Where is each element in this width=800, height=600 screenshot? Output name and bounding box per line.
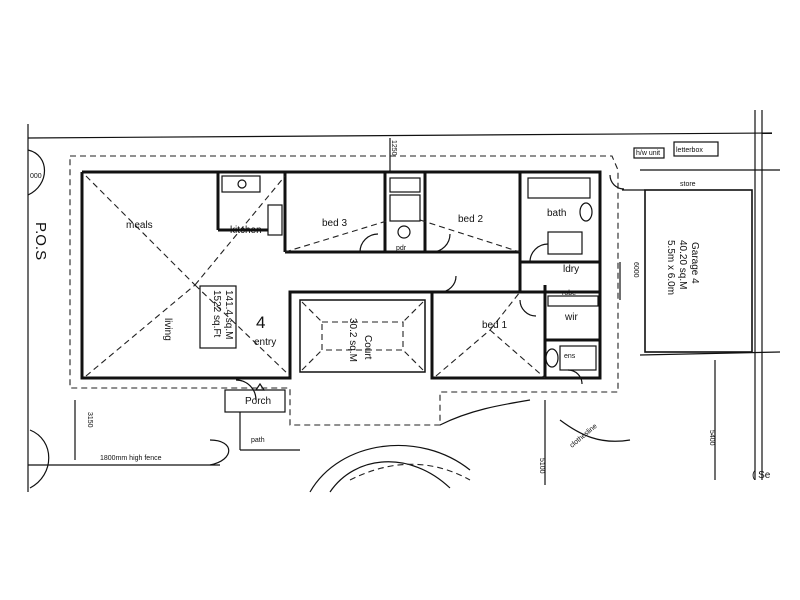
roof-lines xyxy=(85,175,546,379)
site-boundary xyxy=(27,110,781,492)
site-labels: P.O.S 1800mm high fence h/w unit clothes… xyxy=(32,147,771,481)
fence-label: 1800mm high fence xyxy=(100,455,162,462)
court-name-label: Court xyxy=(362,335,373,360)
bracket-label: ( Se xyxy=(752,470,771,481)
dimension-lines xyxy=(74,138,716,485)
garage xyxy=(622,189,753,353)
room-labels: meals kitchen living bed 3 bed 2 bed 1 b… xyxy=(126,181,700,444)
garage-size-label: 5.5m x 6.0m xyxy=(665,240,676,295)
pos-label: P.O.S xyxy=(32,222,49,260)
lot-number: 4 xyxy=(256,313,265,332)
interior-walls xyxy=(216,172,600,378)
room-bed1-label: bed 1 xyxy=(482,320,507,331)
fixtures xyxy=(221,141,719,371)
house-area-box: 141.4 sq.M 1522 sq.Ft xyxy=(199,285,237,349)
letterbox-label: letterbox xyxy=(676,147,703,154)
room-bed2-label: bed 2 xyxy=(458,214,483,225)
eave-outline xyxy=(69,155,619,426)
court-area-label: 30.2 sq.M xyxy=(347,318,358,362)
room-kitchen-label: kitchen xyxy=(230,225,262,236)
room-porch-label: Porch xyxy=(245,396,271,407)
room-pdr-label: pdr xyxy=(396,245,407,252)
dimension-labels: 1250 000 3150 6000 5100 5400 xyxy=(30,140,715,474)
room-bath-label: bath xyxy=(547,208,566,219)
garage-area-label: 40.20 sq.M xyxy=(677,240,688,289)
house-area-sqft: 1522 sq.Ft xyxy=(211,290,222,337)
room-bed3-label: bed 3 xyxy=(322,218,347,229)
dim-top: 1250 xyxy=(390,140,397,156)
house-walls xyxy=(80,170,602,380)
room-wir-label: wir xyxy=(564,312,578,323)
porch-area xyxy=(224,382,300,451)
room-entry-label: entry xyxy=(254,337,276,348)
room-robe-label: robe xyxy=(562,290,576,297)
house-area-sqm: 141.4 sq.M xyxy=(223,290,234,339)
dim-bottom-mid: 5100 xyxy=(538,458,545,474)
garden-curves xyxy=(27,149,631,493)
dim-left-edge: 000 xyxy=(30,173,42,180)
hws-label: h/w unit xyxy=(636,150,660,157)
room-ldry-label: ldry xyxy=(563,264,579,275)
garage-name-label: Garage 4 xyxy=(689,242,700,284)
path-label: path xyxy=(251,437,265,444)
store-label: store xyxy=(680,181,696,188)
room-ens-label: ens xyxy=(564,353,576,360)
dim-garage-depth: 6000 xyxy=(632,262,639,278)
room-living-label: living xyxy=(162,318,173,341)
dim-left-bottom: 3150 xyxy=(86,412,93,428)
clothesline-label: clothesline xyxy=(569,423,599,450)
dim-bottom-right: 5400 xyxy=(708,430,715,446)
room-meals-label: meals xyxy=(126,220,153,231)
